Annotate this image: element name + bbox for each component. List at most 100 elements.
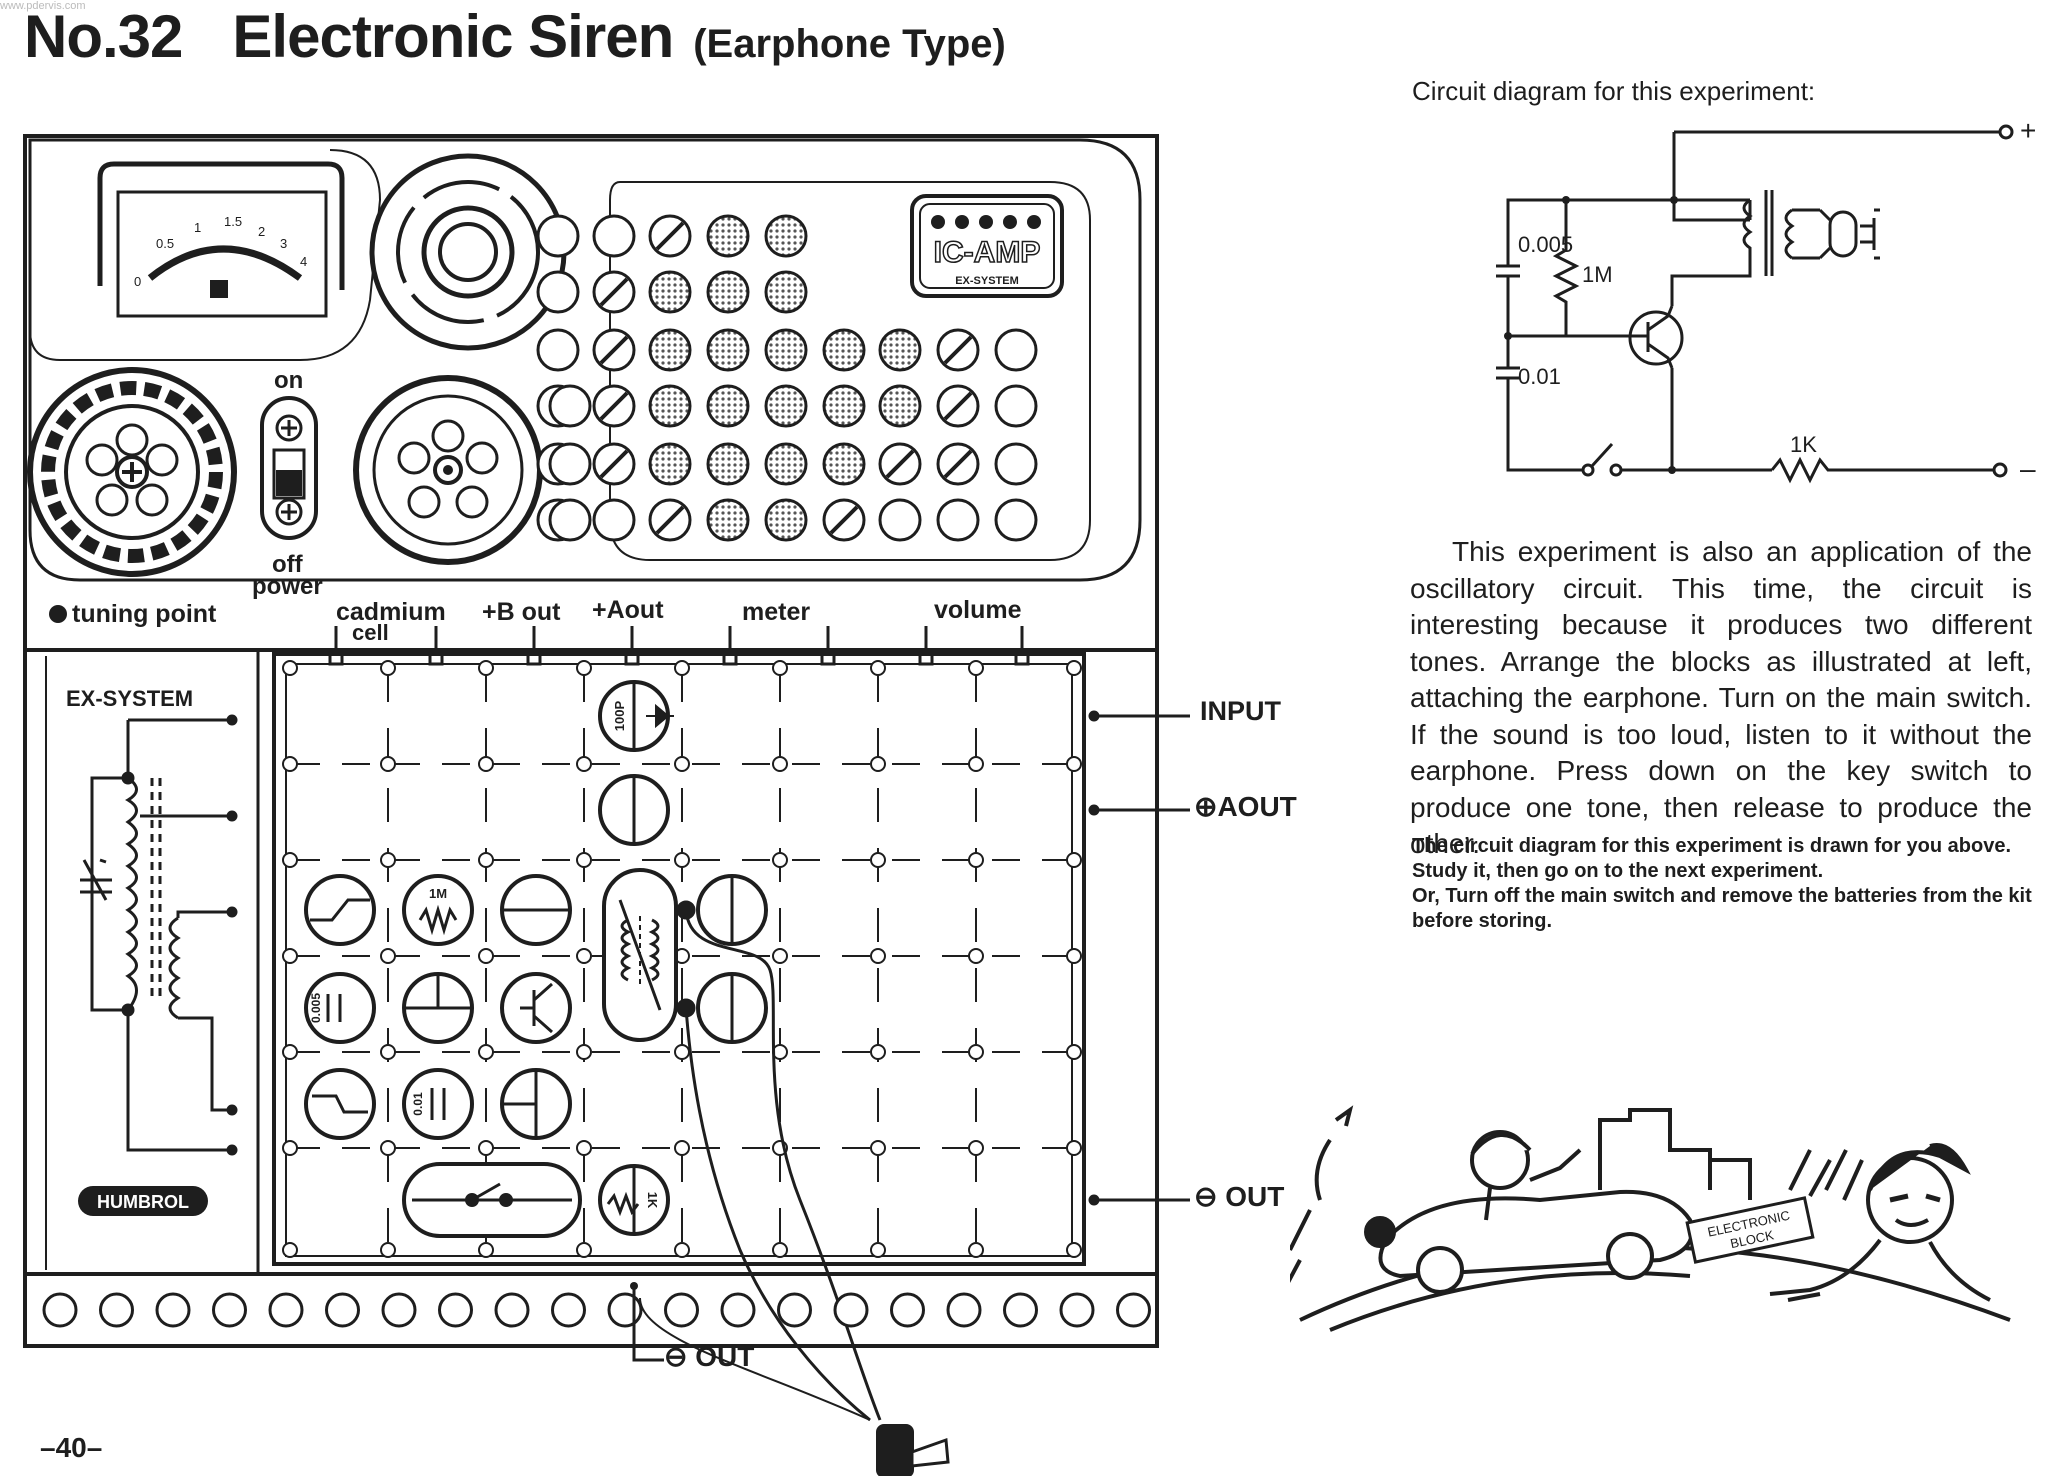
breadboard-node — [674, 1242, 690, 1258]
input-label: INPUT — [1200, 696, 1281, 726]
bottom-jack — [777, 1292, 812, 1328]
humbrol-badge: HUMBROL — [78, 1186, 208, 1216]
panel-jack — [648, 384, 692, 428]
aout-side-label: ⊕AOUT — [1194, 791, 1297, 822]
breadboard-node — [1066, 1140, 1082, 1156]
breadboard-node — [772, 1242, 788, 1258]
speaker-dial — [369, 153, 567, 351]
panel-jack — [878, 384, 922, 428]
panel-jack — [706, 328, 750, 372]
panel-jack — [706, 498, 750, 542]
breadboard-node — [772, 756, 788, 772]
power-label: power — [252, 573, 323, 600]
out-bottom-label: ⊖ OUT — [664, 1341, 755, 1372]
breadboard-node — [968, 756, 984, 772]
circuit-heading: Circuit diagram for this experiment: — [1412, 76, 1816, 106]
breadboard-node — [870, 1044, 886, 1060]
res-1k-label: 1K — [645, 1192, 660, 1209]
breadboard-node — [282, 948, 298, 964]
experiment-subtitle: (Earphone Type) — [693, 22, 1006, 66]
bottom-jack — [890, 1292, 925, 1328]
panel-jack — [822, 442, 866, 486]
bottom-jack — [720, 1292, 756, 1328]
bottom-jack — [42, 1292, 78, 1328]
panel-jack — [994, 442, 1038, 486]
cadmium-label: cadmium — [336, 598, 446, 626]
breadboard-node — [870, 852, 886, 868]
ic-amp-ex-system-label: EX-SYSTEM — [955, 275, 1019, 287]
breadboard-node — [576, 660, 592, 676]
transistor-block — [500, 972, 572, 1044]
breadboard-node — [1066, 1044, 1082, 1060]
bottom-jack — [833, 1292, 869, 1328]
panel-jack — [822, 328, 866, 372]
meter-scale-15: 1.5 — [224, 214, 242, 229]
panel-jack — [764, 384, 808, 428]
bottom-jack — [438, 1292, 473, 1328]
breadboard-node — [282, 756, 298, 772]
panel-jack — [648, 270, 692, 314]
circuit-plus-label: + — [2020, 115, 2036, 146]
panel-jack — [548, 498, 592, 542]
breadboard-node — [380, 1242, 396, 1258]
panel-jack — [548, 442, 592, 486]
panel-jack — [706, 270, 750, 314]
note-block: The circuit diagram for this experiment … — [1412, 834, 2032, 934]
breadboard-node — [380, 948, 396, 964]
breadboard-node — [674, 660, 690, 676]
panel-jack — [706, 384, 750, 428]
res-1m-label: 1M — [429, 886, 447, 901]
breadboard-node — [870, 660, 886, 676]
body-paragraph: This experiment is also an application o… — [1410, 536, 2032, 859]
breadboard-node — [772, 852, 788, 868]
bottom-jack — [268, 1292, 304, 1328]
breadboard-node — [674, 1044, 690, 1060]
tuning-dial — [27, 367, 237, 577]
breadboard-node — [1066, 756, 1082, 772]
jack-grid — [536, 214, 1038, 542]
humbrol-label: HUMBROL — [97, 1192, 189, 1212]
bottom-jack — [99, 1292, 134, 1328]
cap-100p-label: 100P — [612, 700, 627, 731]
panel-jack — [764, 498, 808, 542]
volume-label: volume — [934, 596, 1022, 624]
breadboard-node — [1066, 948, 1082, 964]
bottom-jack — [212, 1292, 247, 1328]
component-blocks: 100P 1M 0.005 0.01 — [304, 680, 768, 1238]
meter-scale-4: 4 — [300, 254, 307, 269]
breadboard-node — [478, 756, 494, 772]
panel-jack — [764, 214, 808, 258]
panel-jack — [706, 214, 750, 258]
panel-jack — [994, 328, 1038, 372]
out-side-label: ⊖ OUT — [1194, 1181, 1285, 1212]
breadboard-node — [674, 1140, 690, 1156]
circuit-r2-label: 1K — [1790, 432, 1817, 457]
panel-jack — [648, 328, 692, 372]
note-1: The circuit diagram for this experiment … — [1412, 835, 2012, 882]
experiment-number: No.32 — [24, 3, 183, 70]
breadboard-node — [380, 1044, 396, 1060]
bottom-jack — [381, 1292, 417, 1328]
breadboard-node — [870, 1242, 886, 1258]
earphone-leads — [639, 900, 882, 1422]
bottom-jack — [494, 1292, 530, 1328]
breadboard-node — [478, 660, 494, 676]
panel-jack — [536, 270, 580, 314]
ic-amp-badge: IC-AMP EX-SYSTEM — [910, 194, 1064, 298]
breadboard-node — [968, 1044, 984, 1060]
breadboard-node — [772, 948, 788, 964]
panel-jack — [936, 498, 980, 542]
breadboard-node — [1066, 852, 1082, 868]
meter-scale-3: 3 — [280, 236, 287, 251]
panel-jack — [706, 442, 750, 486]
breadboard-node — [576, 1044, 592, 1060]
note-2: Turn off the main switch and remove the … — [1412, 885, 2032, 932]
breadboard-node — [1066, 660, 1082, 676]
tuning-point-label: tuning point — [72, 600, 217, 628]
panel-jack — [764, 270, 808, 314]
breadboard-node — [478, 1140, 494, 1156]
panel-jack — [536, 214, 580, 258]
breadboard-node — [380, 660, 396, 676]
a-out-label: +Aout — [592, 596, 664, 624]
bottom-jack — [551, 1292, 586, 1328]
